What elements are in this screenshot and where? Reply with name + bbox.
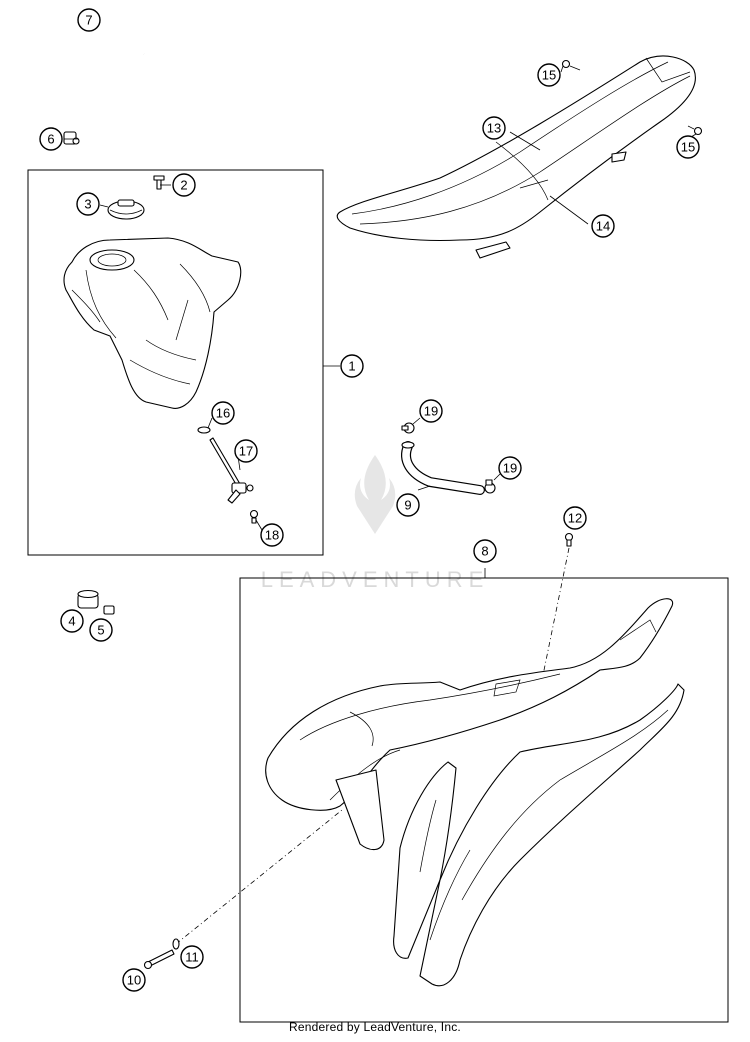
- svg-text:18: 18: [265, 528, 279, 543]
- svg-text:2: 2: [180, 178, 187, 193]
- watermark-text: LEADVENTURE: [261, 567, 490, 592]
- seat: [336, 55, 696, 259]
- screw-axis-bottom: [175, 809, 343, 945]
- svg-text:12: 12: [568, 511, 582, 526]
- callout-3: 3: [76, 192, 100, 216]
- svg-text:5: 5: [97, 623, 104, 638]
- svg-text:4: 4: [68, 614, 75, 629]
- svg-text:16: 16: [216, 406, 230, 421]
- callout-10: 10: [122, 968, 146, 992]
- svg-text:3: 3: [84, 197, 91, 212]
- nut: [103, 605, 115, 615]
- callout-13: 13: [482, 116, 506, 140]
- fuel-tap: [209, 437, 254, 504]
- fuel-tank-frame: [27, 169, 324, 556]
- svg-text:13: 13: [487, 121, 501, 136]
- cover-screw-top: [564, 532, 574, 547]
- callout-9: 9: [396, 493, 420, 517]
- seat-screw-front: [561, 59, 581, 71]
- svg-text:11: 11: [185, 950, 199, 965]
- callout-6: 6: [39, 127, 63, 151]
- leader-lines: [64, 65, 697, 578]
- leadventure-watermark: LEADVENTURE: [261, 455, 490, 592]
- screw-axis-top: [541, 547, 570, 681]
- hose-clamp-lower: [484, 479, 496, 494]
- callout-18: 18: [260, 523, 284, 547]
- callout-5: 5: [89, 618, 113, 642]
- callout-12: 12: [563, 506, 587, 530]
- side-cover-left: [265, 598, 674, 851]
- o-ring: [197, 426, 211, 434]
- vent-hose: [401, 441, 485, 495]
- callout-17: 17: [234, 439, 258, 463]
- hose-fitting: [63, 131, 80, 145]
- callout-2: 2: [172, 173, 196, 197]
- fuel-tank: [63, 237, 242, 409]
- svg-text:8: 8: [481, 544, 488, 559]
- callout-16: 16: [211, 401, 235, 425]
- svg-text:17: 17: [239, 444, 253, 459]
- svg-text:19: 19: [503, 461, 517, 476]
- svg-text:1: 1: [348, 359, 355, 374]
- svg-text:14: 14: [596, 219, 610, 234]
- callout-15-front: 15: [537, 63, 561, 87]
- svg-text:15: 15: [542, 68, 556, 83]
- cover-screw-bottom: [143, 949, 175, 970]
- fuel-tap-screw: [249, 509, 259, 524]
- callout-19-upper: 19: [419, 399, 443, 423]
- callout-11: 11: [180, 945, 204, 969]
- filler-cap: [107, 199, 145, 220]
- svg-text:9: 9: [404, 498, 411, 513]
- footer-credit: Rendered by LeadVenture, Inc.: [289, 1020, 461, 1034]
- callout-14: 14: [591, 214, 615, 238]
- svg-text:6: 6: [47, 132, 54, 147]
- breather-hose: [66, 30, 146, 129]
- callout-19-lower: 19: [498, 456, 522, 480]
- washer: [172, 938, 180, 950]
- callout-1: 1: [340, 354, 364, 378]
- svg-text:19: 19: [424, 404, 438, 419]
- callout-7: 7: [77, 8, 101, 32]
- callout-8: 8: [473, 539, 497, 563]
- seat-screw-rear: [687, 125, 703, 136]
- svg-text:15: 15: [681, 140, 695, 155]
- filler-cap-screw: [153, 175, 165, 190]
- svg-text:7: 7: [85, 13, 92, 28]
- callout-15-rear: 15: [676, 135, 700, 159]
- hose-clamp-upper: [401, 422, 415, 434]
- callout-4: 4: [60, 609, 84, 633]
- side-cover-right: [393, 683, 685, 987]
- side-cover-frame: [239, 577, 729, 1023]
- svg-text:10: 10: [127, 973, 141, 988]
- spacer: [77, 589, 99, 609]
